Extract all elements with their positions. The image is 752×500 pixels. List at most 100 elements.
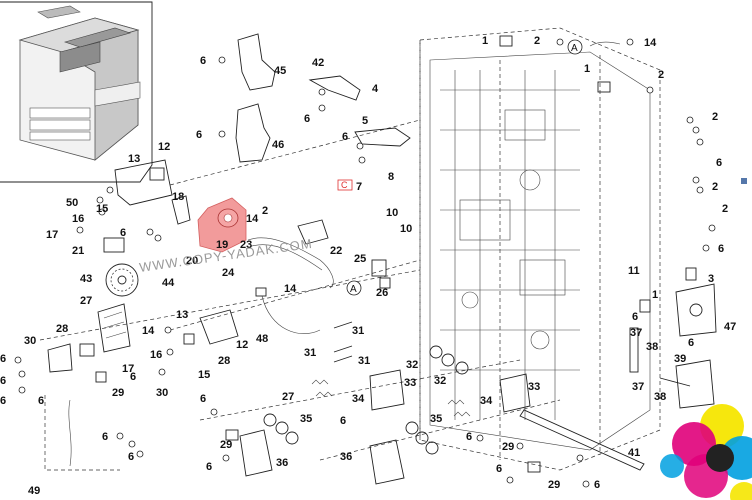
label-part-6: 6: [128, 451, 134, 463]
label-part-6: 6: [206, 461, 212, 473]
label-part-21: 21: [72, 245, 84, 257]
label-part-2: 2: [722, 203, 728, 215]
label-part-16: 16: [72, 213, 84, 225]
part-sketches: [47, 33, 717, 485]
label-part-2: 2: [262, 205, 268, 217]
highlighted-part-19[interactable]: [197, 197, 247, 253]
label-part-6: 6: [632, 311, 638, 323]
label-part-22: 22: [330, 245, 342, 257]
label-part-6: 6: [688, 337, 694, 349]
label-part-1: 1: [584, 63, 590, 75]
main-frame: [39, 27, 661, 471]
label-part-6: 6: [340, 415, 346, 427]
label-part-45: 45: [274, 65, 286, 77]
label-part-5: 5: [362, 115, 368, 127]
label-part-15: 15: [198, 369, 210, 381]
label-part-6: 6: [0, 375, 6, 387]
label-part-17: 17: [46, 229, 58, 241]
label-part-6: 6: [38, 395, 44, 407]
label-part-10: 10: [400, 223, 412, 235]
gear-icon: [105, 263, 139, 297]
label-part-37: 37: [630, 327, 642, 339]
label-part-6: 6: [0, 353, 6, 365]
label-part-49: 49: [28, 485, 40, 497]
label-part-1: 1: [482, 35, 488, 47]
label-part-8: 8: [388, 171, 394, 183]
label-part-29: 29: [548, 479, 560, 491]
label-part-2: 2: [712, 111, 718, 123]
label-part-31: 31: [358, 355, 370, 367]
label-part-4: 4: [372, 83, 379, 95]
label-part-34: 34: [352, 393, 365, 405]
label-part-48: 48: [256, 333, 268, 345]
label-part-10: 10: [386, 207, 398, 219]
label-part-36: 36: [276, 457, 288, 469]
screws: [14, 38, 716, 488]
label-part-6: 6: [342, 131, 348, 143]
label-part-38: 38: [646, 341, 658, 353]
label-part-6: 6: [130, 371, 136, 383]
label-part-35: 35: [300, 413, 312, 425]
label-part-31: 31: [304, 347, 316, 359]
label-part-30: 30: [24, 335, 36, 347]
label-part-6: 6: [102, 431, 108, 443]
label-part-14: 14: [284, 283, 297, 295]
label-part-24: 24: [222, 267, 235, 279]
label-part-29: 29: [502, 441, 514, 453]
label-part-12: 12: [236, 339, 248, 351]
callout-a-top: A: [567, 39, 583, 55]
copier-thumbnail-inset: [0, 1, 153, 183]
label-part-19: 19: [216, 239, 228, 251]
revision-marker-label: C: [341, 180, 348, 190]
label-part-27: 27: [80, 295, 92, 307]
label-part-42: 42: [312, 57, 324, 69]
label-part-11: 11: [628, 265, 640, 277]
label-part-14: 14: [142, 325, 155, 337]
label-part-46: 46: [272, 139, 284, 151]
label-part-27: 27: [282, 391, 294, 403]
label-part-20: 20: [186, 255, 198, 267]
label-part-37: 37: [632, 381, 644, 393]
blue-mark: [741, 178, 747, 184]
label-part-6: 6: [120, 227, 126, 239]
label-part-31: 31: [352, 325, 364, 337]
label-part-33: 33: [528, 381, 540, 393]
label-part-29: 29: [112, 387, 124, 399]
label-part-6: 6: [0, 395, 6, 407]
cmyk-logo-icon: [660, 404, 752, 500]
label-part-32: 32: [434, 375, 446, 387]
label-part-15: 15: [96, 203, 108, 215]
label-part-16: 16: [150, 349, 162, 361]
part-labels: 6 45 6 46 42 6 4 5 6 8 7 10 10 1 2 14 1 …: [0, 35, 736, 497]
callout-a-bottom: A: [346, 280, 362, 296]
label-part-1: 1: [652, 289, 658, 301]
label-part-2: 2: [534, 35, 540, 47]
label-part-6: 6: [200, 393, 206, 405]
label-part-13: 13: [176, 309, 188, 321]
label-part-6: 6: [196, 129, 202, 141]
label-part-44: 44: [162, 277, 175, 289]
copier-thumbnail-icon: [18, 5, 141, 161]
label-part-26: 26: [376, 287, 388, 299]
label-part-50: 50: [66, 197, 78, 209]
callout-a-label: A: [350, 284, 357, 295]
label-part-12: 12: [158, 141, 170, 153]
label-part-14: 14: [644, 37, 657, 49]
label-part-6: 6: [466, 431, 472, 443]
label-part-47: 47: [724, 321, 736, 333]
callout-a-label: A: [571, 43, 578, 54]
label-part-6: 6: [200, 55, 206, 67]
label-part-3: 3: [708, 273, 714, 285]
label-part-29: 29: [220, 439, 232, 451]
label-part-6: 6: [718, 243, 724, 255]
label-part-28: 28: [218, 355, 230, 367]
label-part-2: 2: [712, 181, 718, 193]
label-part-6: 6: [496, 463, 502, 475]
label-part-39: 39: [674, 353, 686, 365]
revision-marker: C: [337, 179, 353, 191]
label-part-23: 23: [240, 239, 252, 251]
label-part-36: 36: [340, 451, 352, 463]
label-part-18: 18: [172, 191, 184, 203]
label-part-2: 2: [658, 69, 664, 81]
